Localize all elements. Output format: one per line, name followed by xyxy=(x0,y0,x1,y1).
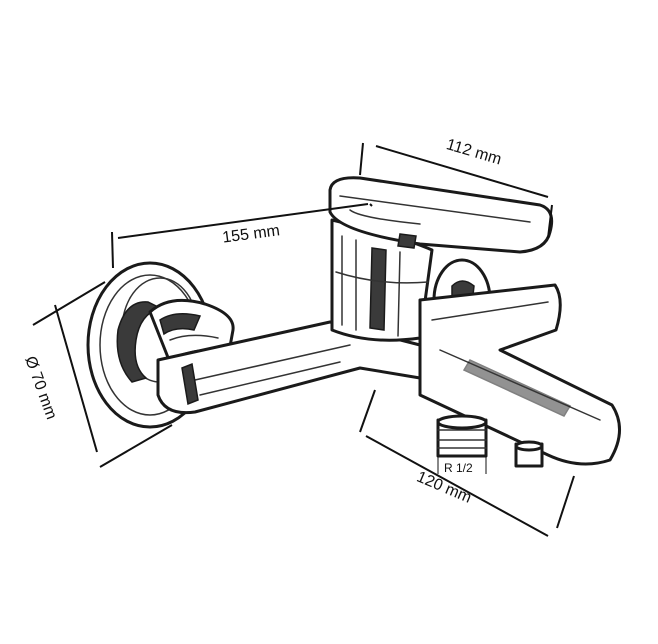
dimension-diameter-70mm-label: Ø 70 mm xyxy=(21,354,59,422)
dimension-112mm-label: 112 mm xyxy=(444,136,503,168)
spout xyxy=(418,283,621,466)
shower-outlet xyxy=(436,414,488,458)
dimension-155mm-label: 155 mm xyxy=(221,222,281,246)
thread-size-label: R 1/2 xyxy=(444,461,473,475)
thread-label: R 1/2 xyxy=(437,456,487,475)
cartridge-housing xyxy=(330,218,434,342)
right-outlet xyxy=(514,440,544,468)
